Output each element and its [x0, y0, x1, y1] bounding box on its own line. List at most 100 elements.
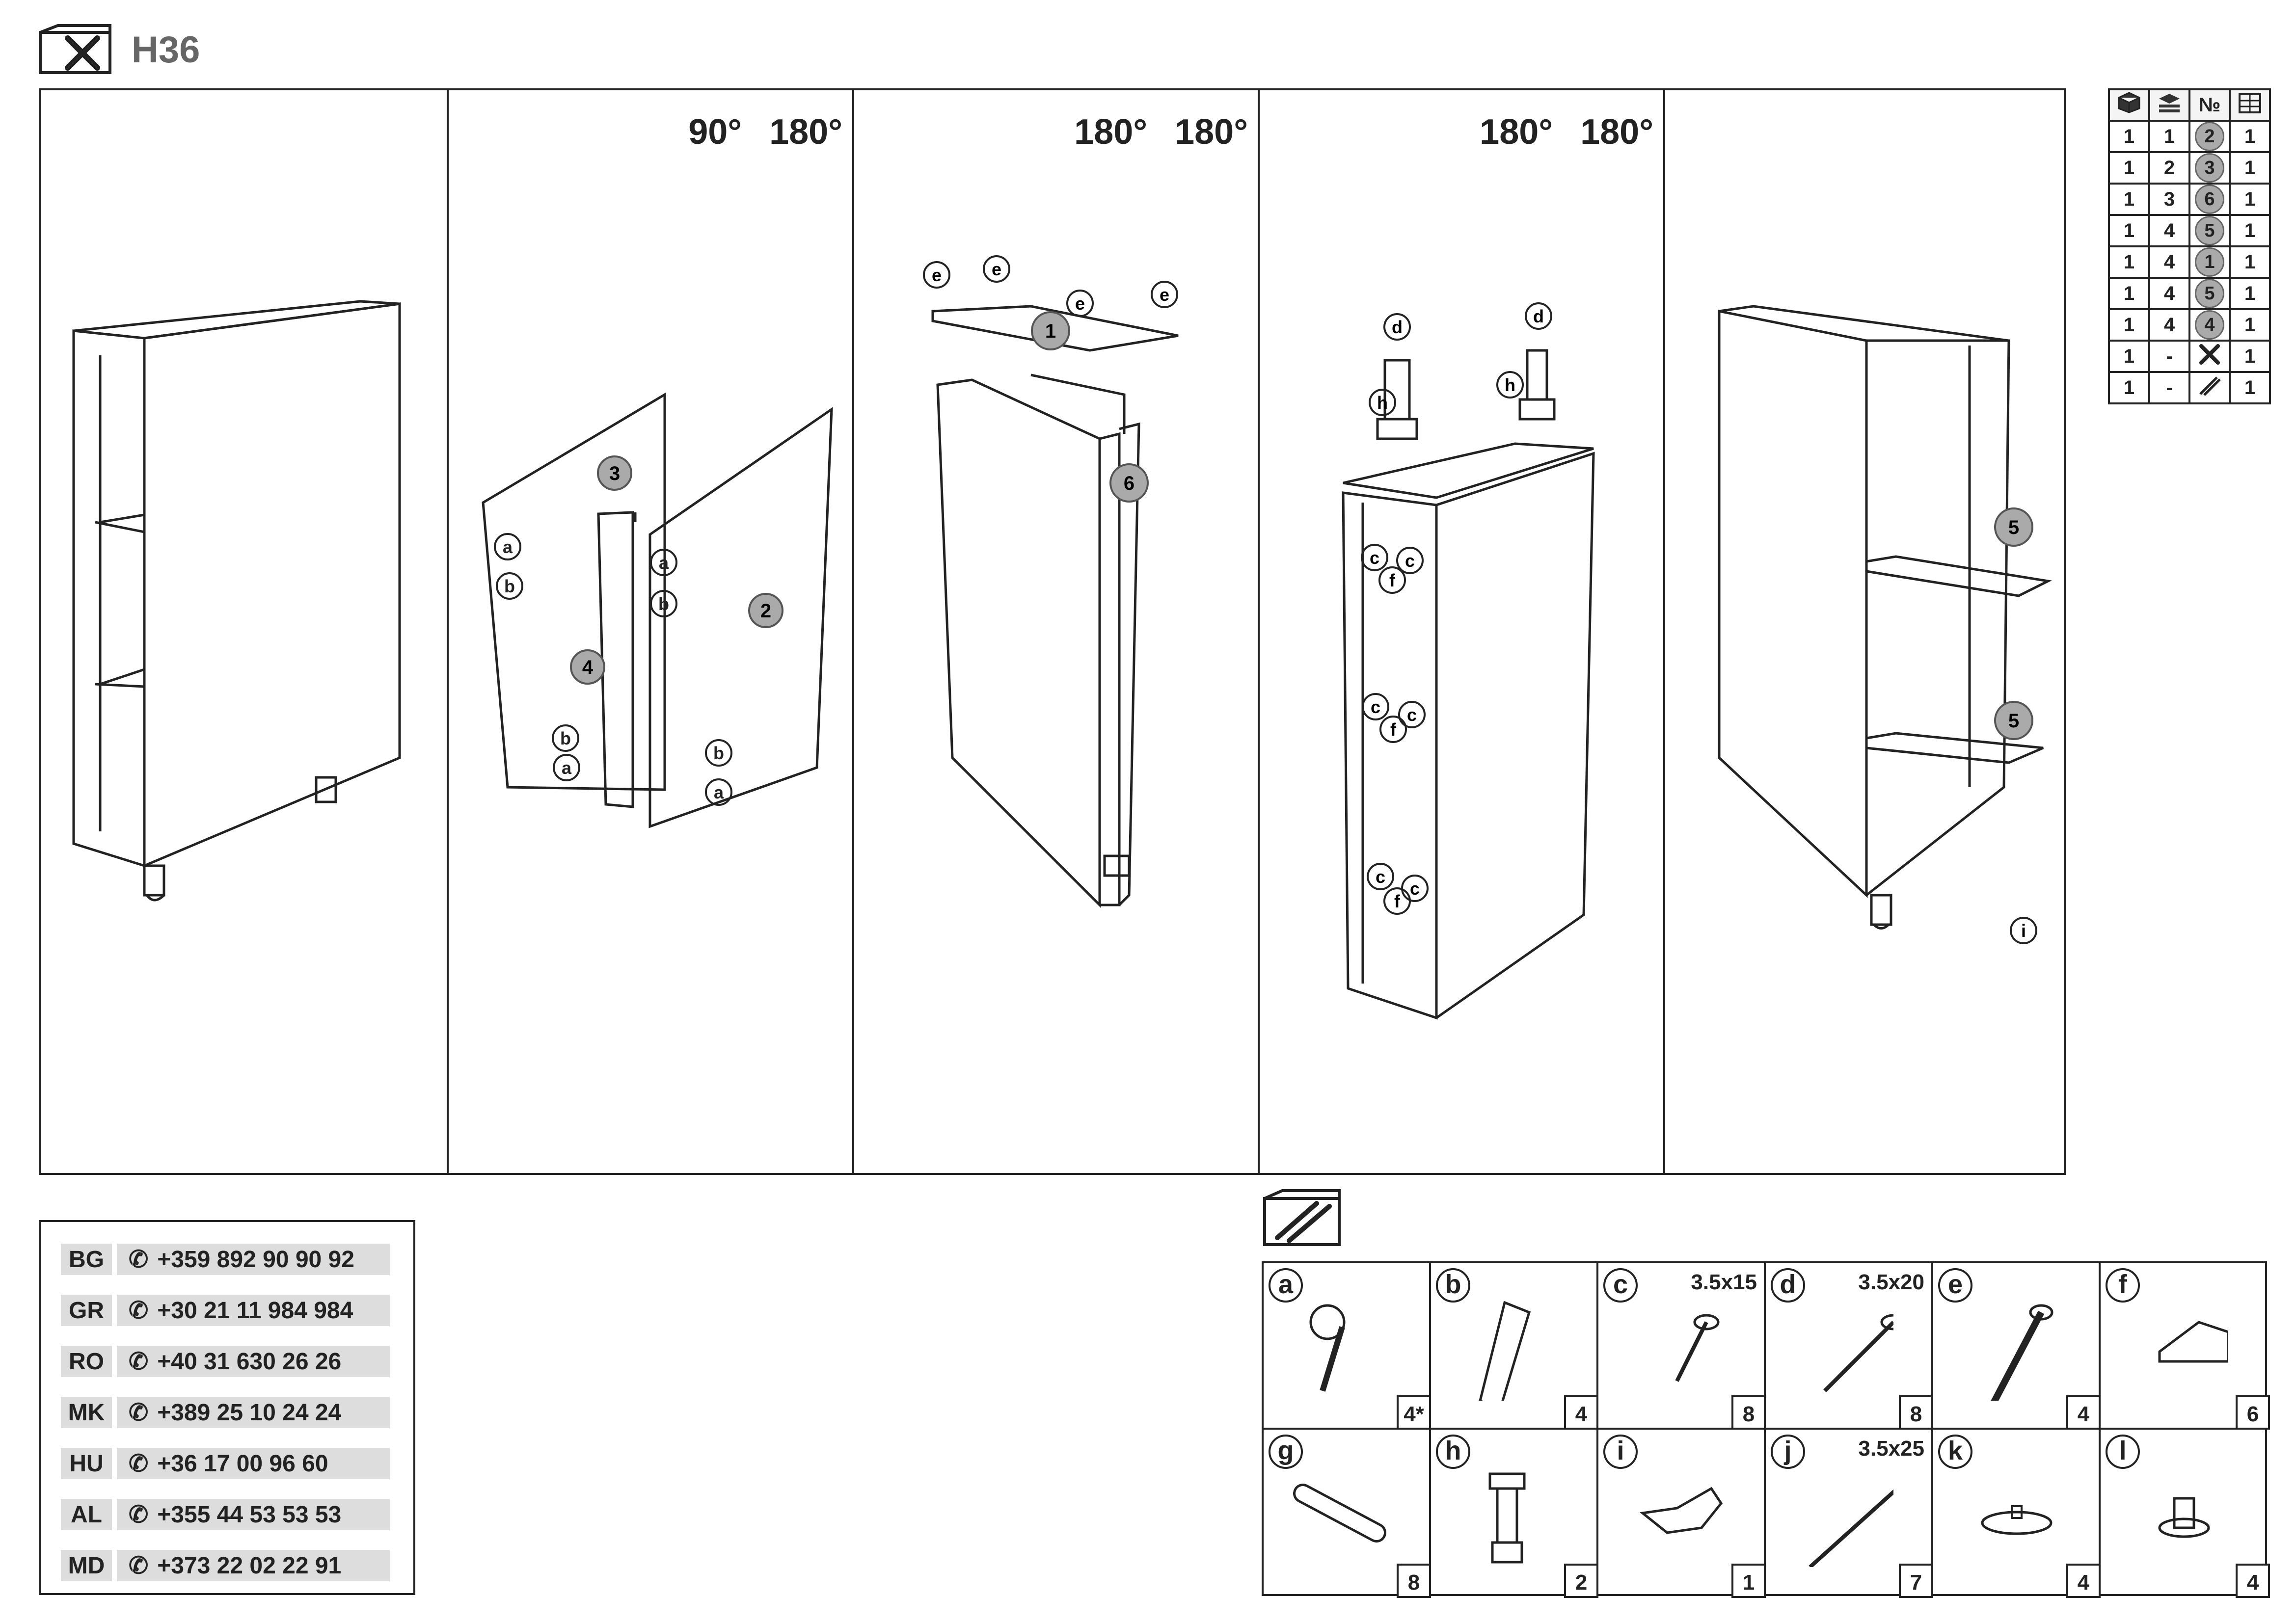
rotation-indicators: 90° 180°: [661, 105, 842, 159]
hw-spec: 3.5x25: [1858, 1437, 1924, 1461]
hw-label: d: [1392, 317, 1403, 337]
country-code: MK: [61, 1397, 112, 1428]
hw-letter: d: [1771, 1268, 1805, 1303]
parts-layer: 4: [2148, 214, 2190, 247]
hardware-item: d 3.5x20 8: [1766, 1263, 1933, 1430]
parts-layer: -: [2148, 340, 2190, 373]
step-side-panels: 90° 180° 3 4 2: [447, 90, 852, 1173]
part-number: 6: [1124, 473, 1134, 494]
hardware-item: b 4: [1431, 1263, 1598, 1430]
part-number: 4: [582, 657, 594, 678]
hw-letter: e: [1938, 1268, 1972, 1303]
parts-layer: 2: [2148, 151, 2190, 185]
contact-row: GR ✆+30 21 11 984 984: [61, 1295, 390, 1326]
parts-layer: 4: [2148, 245, 2190, 279]
contact-row: RO ✆+40 31 630 26 26: [61, 1346, 390, 1377]
hw-label: a: [562, 758, 572, 778]
hw-label: b: [658, 594, 669, 614]
hw-label: e: [1160, 285, 1169, 305]
phone-number: ✆+40 31 630 26 26: [117, 1346, 390, 1377]
phone-number: ✆+355 44 53 53 53: [117, 1499, 390, 1530]
cabinet-icon: [2229, 88, 2271, 122]
hw-qty: 4: [2236, 1564, 2270, 1598]
hw-letter: g: [1269, 1435, 1303, 1469]
parts-table-row: 1 2 3 1: [2108, 151, 2271, 185]
hw-letter: b: [1436, 1268, 1470, 1303]
parts-number-cell: 5: [2188, 277, 2231, 310]
hw-label: c: [1371, 697, 1380, 717]
parts-layer: 1: [2148, 120, 2190, 153]
hardware-item: l 4: [2101, 1430, 2270, 1598]
parts-layer: 4: [2148, 308, 2190, 342]
parts-table-header: №: [2108, 88, 2271, 122]
parts-layer: 3: [2148, 183, 2190, 216]
phone-number: ✆+36 17 00 96 60: [117, 1448, 390, 1479]
part-number-badge: 5: [2195, 216, 2224, 245]
contact-row: MK ✆+389 25 10 24 24: [61, 1397, 390, 1428]
phone-text: +40 31 630 26 26: [157, 1348, 342, 1375]
shelves-drawing: 5 5 i: [1718, 305, 2053, 944]
country-code: HU: [61, 1448, 112, 1479]
legs-drawing: d h d h c f c c f c c f c: [1342, 302, 1595, 1020]
parts-number-cell: 2: [2188, 120, 2231, 153]
number-header: №: [2188, 88, 2231, 122]
screw-icon: [1809, 1489, 1893, 1567]
side-panels-drawing: 3 4 2 a b b a a b b a: [482, 392, 833, 828]
hw-label: f: [1389, 570, 1396, 590]
glide-pad-icon: [1981, 1505, 2053, 1535]
hw-label: h: [1505, 375, 1515, 395]
phone-number: ✆+389 25 10 24 24: [117, 1397, 390, 1428]
hardware-item: k 4: [1933, 1430, 2101, 1598]
hw-label: b: [713, 743, 724, 763]
parts-table-row: 1 1 2 1: [2108, 120, 2271, 153]
rotation-label: 180°: [1175, 112, 1248, 152]
hw-qty: 1: [1731, 1564, 1766, 1598]
hw-label: c: [1405, 551, 1415, 571]
hardware-item: j 3.5x25 7: [1766, 1430, 1933, 1598]
parts-table-row: 1 4 5 1: [2108, 214, 2271, 247]
part-number-badge: 6: [2195, 185, 2224, 214]
hw-qty: 7: [1899, 1564, 1933, 1598]
parts-qty: 1: [2108, 371, 2150, 404]
hw-qty: 4: [2066, 1395, 2101, 1430]
hardware-item: g 8: [1264, 1430, 1431, 1598]
parts-table-row: 1 3 6 1: [2108, 183, 2271, 216]
leg-icon: [1488, 1472, 1526, 1564]
hardware-item: i 1: [1598, 1430, 1766, 1598]
hw-label: c: [1376, 867, 1385, 887]
hw-letter: i: [1603, 1435, 1638, 1469]
part-number: 2: [760, 600, 771, 622]
tools-icon: [2188, 340, 2231, 373]
top-panel-drawing: 1 6 e e e e: [923, 255, 1179, 908]
hw-qty: 8: [1397, 1564, 1431, 1598]
hw-qty: 4*: [1397, 1395, 1431, 1430]
parts-qty: 1: [2108, 183, 2150, 216]
hardware-item: f 6: [2101, 1263, 2270, 1430]
contact-row: BG ✆+359 892 90 90 92: [61, 1244, 390, 1275]
part-number-badge: 5: [2195, 279, 2224, 308]
leg-clip-icon: [1639, 1487, 1723, 1534]
hw-label: e: [992, 259, 1001, 279]
parts-table-row: 1 4 1 1: [2108, 245, 2271, 279]
model-code: H36: [132, 29, 200, 71]
screws-icon: [1263, 1189, 1341, 1246]
hw-letter: a: [1269, 1268, 1303, 1303]
rotation-indicators: 180° 180°: [1047, 105, 1248, 159]
screw-icon: [1823, 1314, 1893, 1392]
hw-label: a: [714, 782, 724, 802]
phone-text: +389 25 10 24 24: [157, 1399, 342, 1426]
hw-letter: k: [1938, 1435, 1972, 1469]
hw-qty: 4: [1564, 1395, 1598, 1430]
phone-icon: ✆: [129, 1247, 149, 1273]
dowel-icon: [1479, 1301, 1531, 1401]
hw-qty: 4: [2066, 1564, 2101, 1598]
hw-letter: l: [2106, 1435, 2140, 1469]
part-number: 1: [1045, 320, 1056, 342]
phone-text: +30 21 11 984 984: [157, 1297, 353, 1324]
phone-text: +373 22 02 22 91: [157, 1552, 342, 1579]
phone-number: ✆+30 21 11 984 984: [117, 1295, 390, 1326]
step-top: 180° 180° 1 6: [852, 90, 1258, 1173]
parts-count: 1: [2229, 277, 2271, 310]
hw-label: h: [1377, 393, 1388, 413]
part-number: 5: [2008, 710, 2019, 732]
